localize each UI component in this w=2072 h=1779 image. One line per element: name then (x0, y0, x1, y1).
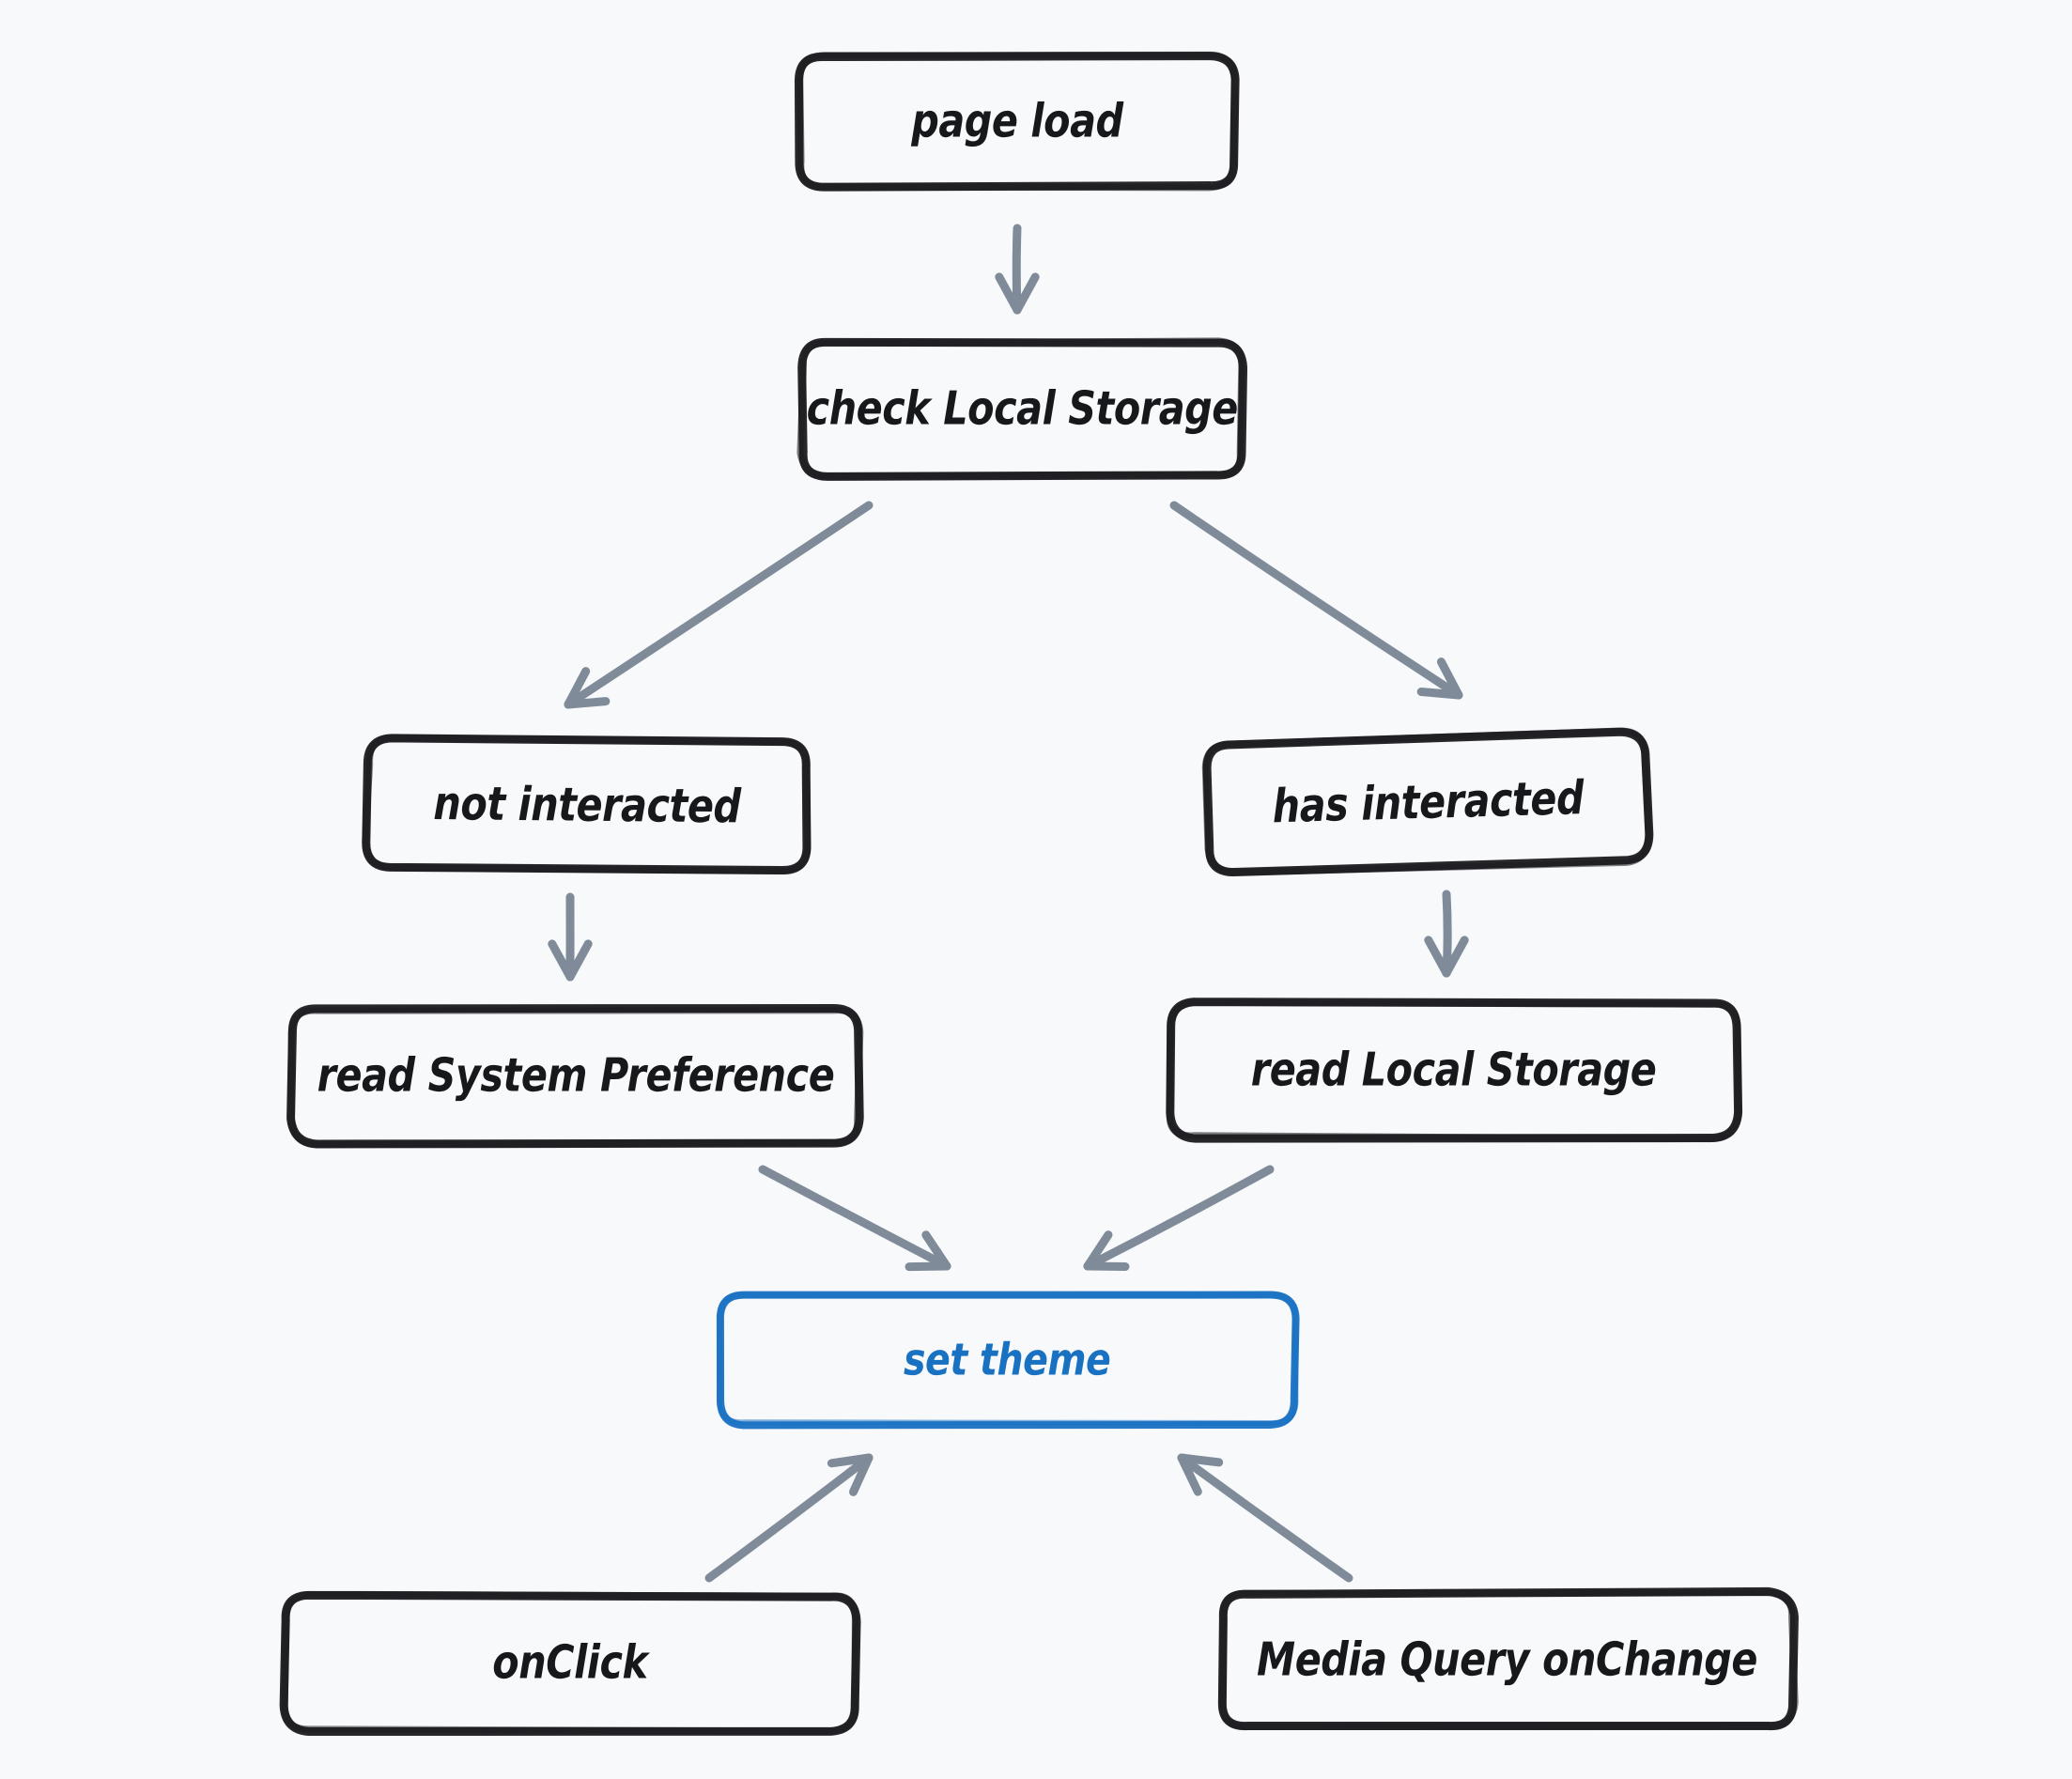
node-outline (794, 51, 1240, 192)
node-not-interacted[interactable]: not interacted (361, 733, 813, 876)
node-outline (279, 1590, 861, 1737)
node-label: Media Query onChange (1257, 1632, 1758, 1688)
node-check-local-storage[interactable]: check Local Storage (796, 336, 1248, 482)
node-on-click[interactable]: onClick (279, 1590, 861, 1737)
node-has-interacted[interactable]: has interacted (1200, 726, 1655, 877)
node-outline (1166, 998, 1743, 1143)
node-label: has interacted (1271, 770, 1585, 834)
node-label: onClick (492, 1635, 648, 1691)
node-outline (796, 337, 1248, 481)
node-frame (279, 1590, 861, 1737)
node-outline (1217, 1586, 1799, 1731)
edge-check-local-storage-to-not-interacted (564, 501, 874, 709)
node-label: read Local Storage (1250, 1043, 1657, 1098)
node-frame (794, 50, 1240, 193)
edge-read-local-storage-to-set-theme (1083, 1165, 1275, 1271)
node-frame (1216, 1586, 1799, 1733)
node-outline (286, 1004, 864, 1149)
node-page-load[interactable]: page load (794, 50, 1240, 193)
node-read-local-storage[interactable]: read Local Storage (1165, 998, 1743, 1143)
node-frame (361, 733, 813, 876)
node-frame (714, 1289, 1301, 1430)
edge-read-system-preference-to-set-theme (758, 1165, 951, 1272)
edge-check-local-storage-to-has-interacted (1169, 501, 1463, 700)
edge-not-interacted-to-read-system-preference (548, 892, 593, 982)
node-read-system-preference[interactable]: read System Preference (286, 1003, 864, 1149)
node-outline (1201, 727, 1654, 877)
node-label: read System Preference (317, 1048, 834, 1104)
node-set-theme[interactable]: set theme (714, 1289, 1301, 1430)
edge-page-load-to-check-local-storage (995, 224, 1040, 315)
node-outline (362, 734, 812, 874)
node-label: set theme (904, 1333, 1111, 1385)
node-frame (796, 336, 1248, 482)
edge-media-query-onchange-to-set-theme (1177, 1453, 1353, 1583)
node-label: check Local Storage (806, 381, 1238, 437)
node-frame (1200, 726, 1655, 877)
node-media-query-onchange[interactable]: Media Query onChange (1216, 1586, 1799, 1733)
node-label: not interacted (433, 776, 741, 834)
edge-on-click-to-set-theme (704, 1453, 874, 1583)
node-frame (286, 1003, 864, 1149)
node-outline (716, 1291, 1300, 1430)
edge-has-interacted-to-read-local-storage (1424, 890, 1469, 978)
node-frame (1165, 998, 1743, 1143)
node-label: page load (910, 94, 1123, 148)
